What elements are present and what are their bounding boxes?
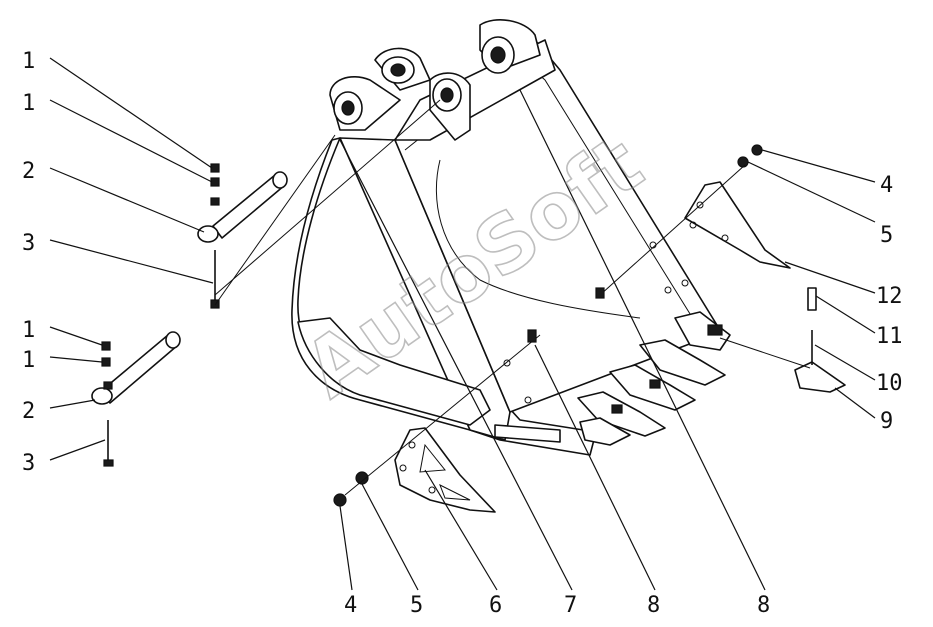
callout-labels: 1 1 2 3 1 1 2 3 4 5 12 11 10 9 4 5 6 7 8…	[22, 49, 903, 618]
callout-label: 1	[22, 49, 35, 74]
callout-label: 4	[880, 173, 893, 198]
lower-pin-assembly	[91, 331, 181, 467]
callout-label: 8	[757, 593, 770, 618]
upper-pin-assembly	[197, 99, 441, 309]
callout-label: 2	[22, 159, 35, 184]
callout-label: 11	[876, 324, 903, 349]
callout-label: 12	[876, 284, 903, 309]
callout-label: 4	[344, 593, 357, 618]
tooth-tip-assembly	[719, 287, 846, 393]
callout-label: 1	[22, 348, 35, 373]
callout-label: 2	[22, 399, 35, 424]
right-side-cutter	[595, 144, 791, 299]
callout-label: 8	[647, 593, 660, 618]
left-side-cutter	[333, 329, 541, 513]
callout-label: 5	[880, 223, 893, 248]
callout-label: 9	[880, 409, 893, 434]
callout-label: 5	[410, 593, 423, 618]
callout-label: 1	[22, 318, 35, 343]
callout-label: 10	[876, 371, 903, 396]
callout-label: 7	[564, 593, 577, 618]
callout-label: 1	[22, 91, 35, 116]
callout-label: 3	[22, 451, 35, 476]
callout-label: 6	[489, 593, 502, 618]
leader-lines	[49, 57, 876, 591]
bucket-teeth	[577, 311, 731, 446]
callout-label: 3	[22, 231, 35, 256]
